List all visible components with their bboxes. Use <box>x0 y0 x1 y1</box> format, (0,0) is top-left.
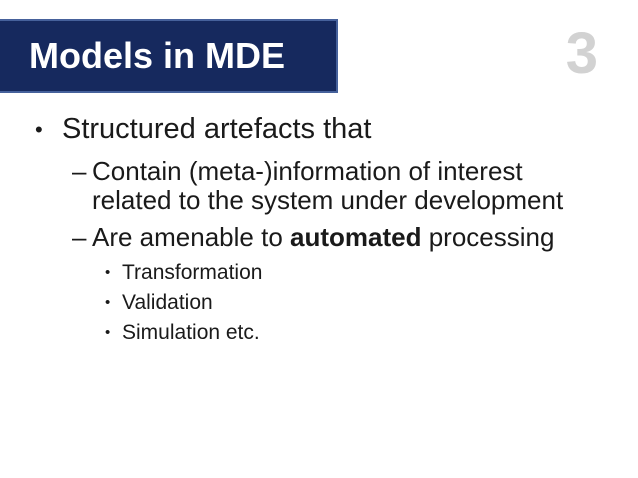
bullet-text-line: related to the system under development <box>92 185 564 216</box>
bullet-text-suffix: processing <box>421 222 555 253</box>
title-box: Models in MDE <box>0 19 338 93</box>
dash-icon: – <box>72 156 87 186</box>
bullet-list: • Structured artefacts that – Contain (m… <box>0 112 638 348</box>
bullet-item-amenable-processing: – Are amenable to automated processing <box>72 223 638 252</box>
bullet-item-contain-information: – Contain (meta-)information of interest… <box>72 156 638 216</box>
bullet-item-structured-artefacts: • Structured artefacts that <box>35 112 638 147</box>
bullet-item-simulation: • Simulation etc. <box>105 318 638 348</box>
bullet-icon: • <box>105 324 111 342</box>
bullet-text-line: Contain (meta-)information of interest <box>92 156 523 186</box>
page-number: 3 <box>565 21 598 86</box>
bullet-icon: • <box>105 294 111 312</box>
bullet-icon: • <box>105 264 111 282</box>
bullet-text: Simulation etc. <box>122 321 260 345</box>
bullet-text: Contain (meta-)information of interest r… <box>92 156 564 216</box>
bullet-text: Validation <box>122 291 213 315</box>
bullet-text: Are amenable to automated processing <box>92 223 554 252</box>
bullet-text-prefix: Are amenable to <box>92 222 291 253</box>
bullet-icon: • <box>35 117 43 142</box>
bullet-text-bold: automated <box>290 222 422 253</box>
bullet-item-transformation: • Transformation <box>105 258 638 288</box>
bullet-item-validation: • Validation <box>105 288 638 318</box>
bullet-text: Structured artefacts that <box>62 113 372 145</box>
dash-icon: – <box>72 222 87 253</box>
page-title: Models in MDE <box>29 35 286 76</box>
bullet-text: Transformation <box>122 261 263 285</box>
